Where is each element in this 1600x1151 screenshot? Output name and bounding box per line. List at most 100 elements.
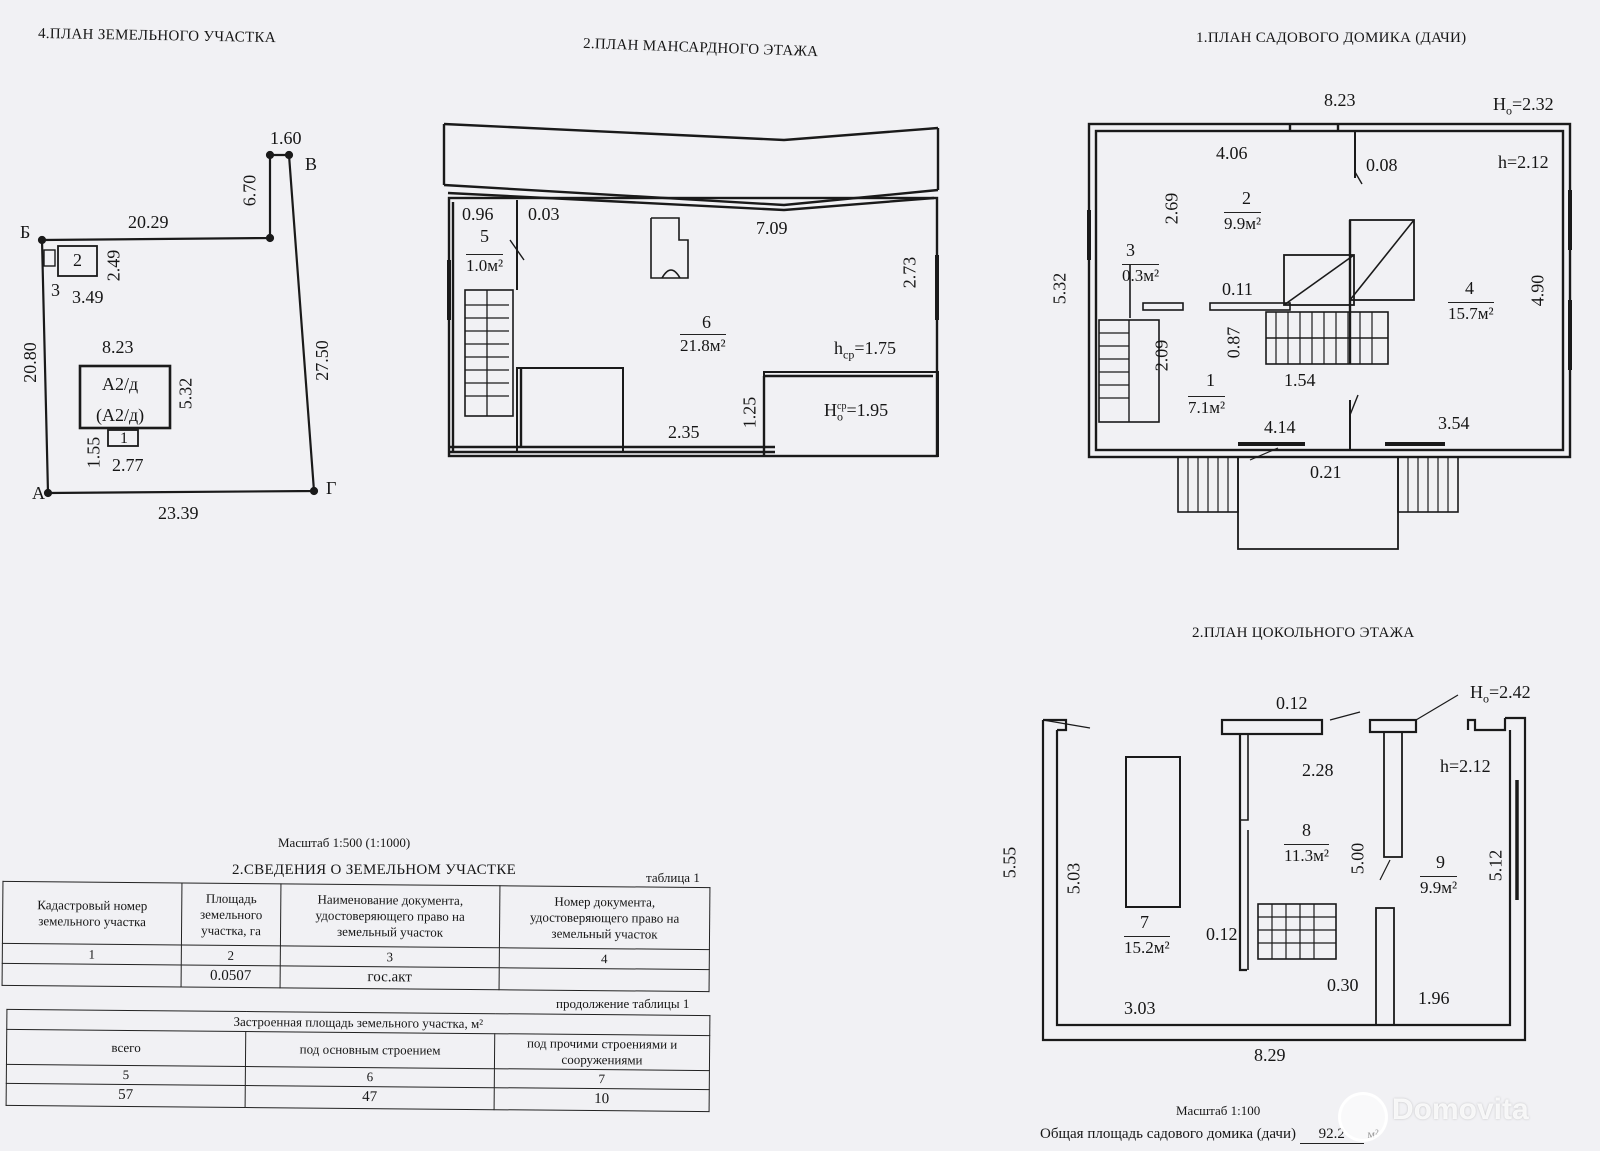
basement-h: h=2.12	[1440, 756, 1491, 776]
basement-dim-012a: 0.12	[1276, 693, 1308, 713]
basement-room-9-area: 9.9м²	[1420, 876, 1458, 897]
plot-porch	[107, 429, 139, 447]
plot-dim-porch-depth: 1.55	[83, 436, 104, 469]
house-room-4-area: 15.7м²	[1448, 302, 1494, 323]
basement-H: Hо=2.42	[1470, 682, 1531, 707]
house-dim-top: 8.23	[1324, 90, 1356, 110]
table1-cell-doc-number	[499, 967, 710, 992]
attic-drawing	[442, 122, 940, 458]
table2-cell-main: 47	[245, 1085, 495, 1110]
plot-label-shed-small: 3	[51, 280, 60, 300]
basement-dim-829: 8.29	[1254, 1045, 1286, 1065]
table2-header-3: под прочими строениями и сооружениями	[494, 1033, 710, 1071]
table1-colnum-3: 3	[280, 945, 500, 968]
attic-dim-235: 2.35	[668, 422, 700, 442]
plot-corner-b: Б	[20, 222, 31, 242]
attic-dim-273: 2.73	[899, 256, 920, 289]
attic-h-avg: hср=1.75	[834, 338, 896, 363]
house-H-sub: о	[1506, 103, 1512, 118]
table2-caption: продолжение таблицы 1	[556, 996, 690, 1011]
plot-label-porch: 1	[120, 430, 128, 447]
table2-colnum-3: 7	[494, 1068, 710, 1090]
attic-H-avg-value: =1.95	[846, 400, 889, 420]
plot-dim-house-width: 8.23	[102, 337, 134, 357]
table2-cell-total: 57	[6, 1083, 246, 1108]
table1-header-3: Наименование документа, удостоверяющего …	[280, 883, 500, 948]
basement-H-label: H	[1470, 682, 1483, 702]
attic-dim-709: 7.09	[756, 218, 788, 238]
house-drawing	[1087, 122, 1572, 550]
basement-H-sub: о	[1483, 691, 1489, 706]
basement-dim-303: 3.03	[1124, 998, 1156, 1018]
basement-dim-512: 5.12	[1485, 849, 1506, 882]
plot-shed-small	[43, 249, 56, 267]
basement-room-8-area: 11.3м²	[1284, 844, 1329, 865]
basement-H-value: =2.42	[1489, 682, 1531, 702]
total-area-label: Общая площадь садового домика (дачи)	[1040, 1126, 1296, 1142]
plot-shed	[57, 245, 98, 277]
plot-dim-top-short: 1.60	[270, 128, 302, 148]
table1-header-1: Кадастровый номер земельного участка	[2, 881, 182, 945]
plot-corner-v: В	[305, 154, 318, 174]
plot-label-house: А2/д	[102, 374, 139, 394]
attic-H-avg-sup: ср	[837, 401, 847, 412]
plot-corner-g: Г	[326, 478, 337, 498]
plot-label-house-alt: (А2/д)	[96, 405, 145, 425]
house-dim-490: 4.90	[1527, 274, 1548, 307]
basement-dim-012b: 0.12	[1206, 924, 1238, 944]
plot-corner-a: А	[32, 483, 45, 503]
total-area-line: Общая площадь садового домика (дачи) 92.…	[1040, 1126, 1379, 1144]
plot-dim-porch-width: 2.77	[112, 455, 144, 475]
house-dim-011: 0.11	[1222, 279, 1253, 299]
basement-dim-500: 5.00	[1347, 842, 1368, 875]
built-area-table: Застроенная площадь земельного участка, …	[6, 1009, 711, 1112]
house-plan-heading: 1.ПЛАН САДОВОГО ДОМИКА (ДАЧИ)	[1196, 30, 1467, 46]
attic-room-6-area: 21.8м²	[680, 334, 726, 355]
attic-room-5-num: 5	[480, 226, 489, 246]
attic-dim-125: 1.25	[739, 396, 760, 429]
plot-dim-bottom: 23.39	[158, 503, 199, 523]
house-dim-532: 5.32	[1049, 272, 1070, 305]
attic-room-6-num: 6	[702, 312, 711, 332]
house-dim-021: 0.21	[1310, 462, 1342, 482]
attic-h-avg-sub: ср	[843, 347, 855, 362]
house-dim-087: 0.87	[1223, 326, 1244, 359]
watermark-logo-icon	[1338, 1092, 1388, 1142]
attic-H-avg-label: H	[824, 400, 837, 420]
table1-cell-doc-name: гос.акт	[280, 965, 500, 990]
basement-room-7-num: 7	[1140, 912, 1149, 932]
table2-header-2: под основным строением	[245, 1031, 495, 1069]
basement-room-9-num: 9	[1436, 852, 1445, 872]
plot-dim-house-depth: 5.32	[175, 377, 196, 410]
table2-colnum-1: 5	[6, 1064, 246, 1086]
house-room-1-area: 7.1м²	[1188, 396, 1226, 417]
plot-dim-shed-width: 3.49	[72, 287, 104, 307]
table2-header-1: всего	[6, 1029, 246, 1067]
scale-house: Масштаб 1:100	[1176, 1103, 1261, 1118]
house-room-3-num: 3	[1126, 240, 1135, 260]
house-dim-406: 4.06	[1216, 143, 1248, 163]
house-dim-414: 4.14	[1264, 417, 1296, 437]
basement-dim-196: 1.96	[1418, 988, 1450, 1008]
basement-dim-030: 0.30	[1327, 975, 1359, 995]
land-info-table: Кадастровый номер земельного участка Пло…	[2, 881, 711, 992]
attic-dim-096: 0.96	[462, 204, 494, 224]
attic-room-5-area: 1.0м²	[466, 254, 504, 275]
table1-header-4: Номер документа, удостоверяющего право н…	[499, 885, 710, 950]
attic-dim-003: 0.03	[528, 204, 560, 224]
house-room-2-area: 9.9м²	[1224, 212, 1262, 233]
basement-drawing	[1041, 694, 1527, 1042]
table1-caption: таблица 1	[646, 870, 700, 885]
house-room-3-area: 0.3м²	[1122, 264, 1160, 285]
table1-header-2: Площадь земельного участка, га	[181, 882, 281, 946]
basement-dim-503: 5.03	[1063, 862, 1084, 895]
house-room-1-num: 1	[1206, 370, 1215, 390]
watermark-text: Domovita	[1392, 1093, 1529, 1126]
house-H: Hо=2.32	[1493, 94, 1554, 119]
table1-title: 2.СВЕДЕНИЯ О ЗЕМЕЛЬНОМ УЧАСТКЕ	[232, 862, 517, 878]
plot-dim-notch: 6.70	[239, 174, 260, 207]
table2-colnum-2: 6	[245, 1066, 495, 1088]
plot-label-shed: 2	[73, 250, 82, 270]
attic-H-avg-sub: о	[837, 409, 843, 424]
basement-dim-228: 2.28	[1302, 760, 1334, 780]
